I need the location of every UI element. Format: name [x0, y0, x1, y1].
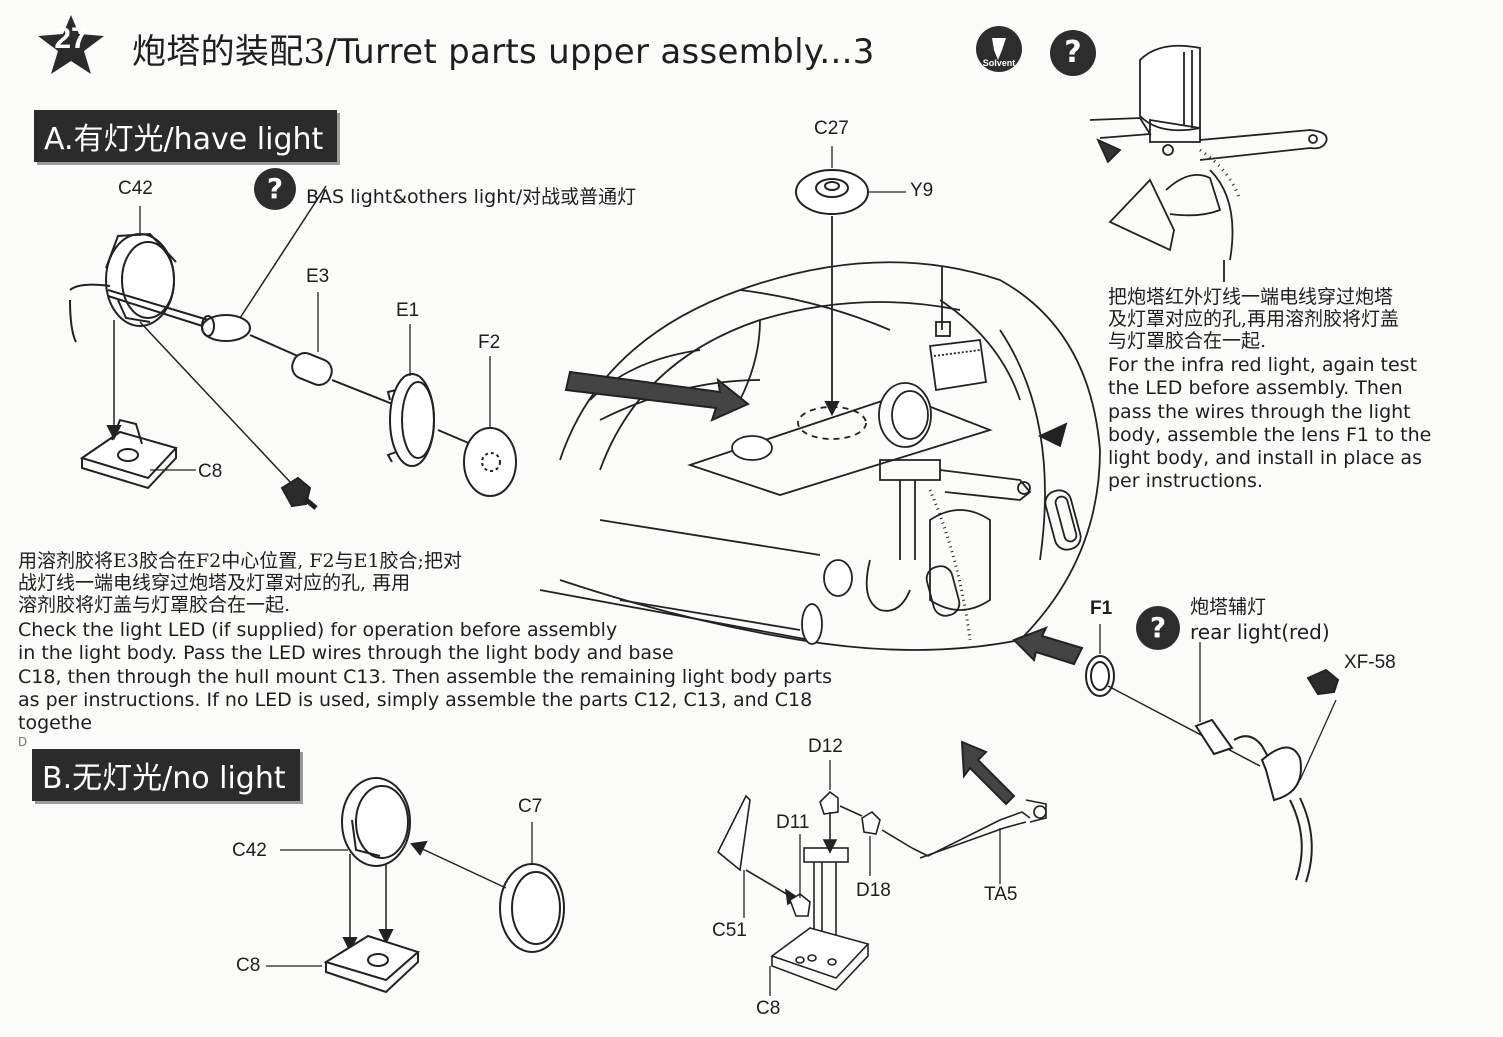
section-a-heading: A.有灯光/have light: [34, 110, 338, 162]
led-bulb-drawing: [201, 314, 251, 342]
bas-light-note: BAS light&others light/对战或普通灯: [306, 186, 637, 208]
label-f1: F1: [1090, 598, 1113, 619]
label-d11: D11: [776, 812, 810, 833]
infra-red-cn-line-1: 把炮塔红外灯线一端电线穿过炮塔: [1108, 286, 1394, 308]
infra-red-en-line: light body, and install in place as: [1108, 447, 1422, 470]
label-f2: F2: [478, 332, 501, 353]
instructions-en-line: C18, then through the hull mount C13. Th…: [18, 665, 832, 688]
infra-red-cn-line-3: 与灯罩胶合在一起.: [1108, 330, 1267, 352]
title-english: /Turret parts upper assembly...3: [325, 32, 875, 72]
label-e3: E3: [306, 266, 330, 287]
part-c7-lens-drawing: [499, 863, 565, 953]
part-e3-drawing: [291, 352, 333, 386]
infra-red-light-drawing: [1089, 44, 1328, 282]
label-d18: D18: [856, 880, 891, 901]
part-c8-base-drawing: [79, 418, 178, 490]
part-c27-disc-drawing: [795, 169, 869, 215]
section-b-heading: B.无灯光/no light: [32, 749, 300, 801]
instructions-en-line: as per instructions. If no LED is used, …: [18, 688, 813, 711]
label-b-c7: C7: [518, 796, 543, 817]
infra-red-cn-line-2: 及灯罩对应的孔,再用溶剂胶将灯盖: [1108, 308, 1400, 330]
infra-red-en-line: body, assemble the lens F1 to the: [1108, 423, 1432, 446]
label-c27: C27: [814, 118, 849, 139]
infra-red-en-line: pass the wires through the light: [1108, 400, 1411, 423]
label-d12: D12: [808, 736, 843, 757]
question-icon: ?: [1050, 30, 1096, 76]
d-parts-drawing: [716, 790, 1047, 991]
instructions-en-line: in the light body. Pass the LED wires th…: [18, 642, 674, 665]
infra-red-en-line: per instructions.: [1108, 470, 1263, 493]
instructions-en-line: togethe: [18, 712, 93, 735]
label-e1: E1: [396, 300, 420, 321]
instructions-en: Check the light LED (if supplied) for op…: [18, 619, 832, 749]
instructions-cn-line: 用溶剂胶将E3胶合在F2中心位置, F2与E1胶合;把对: [18, 550, 462, 572]
rear-light-label-en: rear light(red): [1190, 620, 1330, 644]
label-bottom-c8: C8: [756, 998, 781, 1019]
instructions-cn-line: 战灯线一端电线穿过炮塔及灯罩对应的孔, 再用: [18, 572, 411, 594]
infra-red-en-line: the LED before assembly. Then: [1108, 377, 1403, 400]
bas-question-icon: ?: [254, 168, 296, 210]
rear-light-question-icon: ?: [1136, 606, 1180, 650]
label-b-c8: C8: [236, 955, 261, 976]
title-chinese: 炮塔的装配3: [132, 32, 326, 72]
step-badge-star-icon: [38, 15, 104, 74]
instructions-en-line: D: [18, 735, 28, 750]
no-light-c8-base-drawing: [323, 934, 420, 994]
infra-red-en-text: For the infra red light, again test the …: [1108, 354, 1431, 494]
page-title: 炮塔的装配3/Turret parts upper assembly...3: [132, 24, 875, 73]
instructions-cn: 用溶剂胶将E3胶合在F2中心位置, F2与E1胶合;把对 战灯线一端电线穿过炮塔…: [18, 550, 462, 616]
headlight-c42-drawing: [69, 232, 216, 343]
big-arrow-left: [564, 370, 750, 422]
rear-light-red-drawing: [1085, 624, 1337, 883]
rear-light-label-cn: 炮塔辅灯: [1190, 596, 1267, 618]
instructions-cn-line: 溶剂胶将灯盖与灯罩胶合在一起.: [18, 594, 291, 616]
label-c8: C8: [198, 461, 223, 482]
solvent-icon: Solvent: [976, 26, 1022, 72]
infra-red-en-line: For the infra red light, again test: [1108, 354, 1418, 376]
label-c51: C51: [712, 920, 747, 941]
no-light-c42-drawing: [341, 777, 411, 867]
solvent-label: Solvent: [982, 58, 1016, 68]
instructions-en-line: Check the light LED (if supplied) for op…: [18, 619, 618, 641]
step-number: 27: [54, 22, 88, 55]
turret-body-drawing: [539, 261, 1101, 651]
label-b-c42: C42: [232, 840, 267, 861]
part-f2-lens-drawing: [463, 427, 517, 497]
label-xf58: XF-58: [1344, 652, 1396, 673]
label-c42: C42: [118, 178, 153, 199]
label-y9: Y9: [910, 180, 934, 201]
part-e1-ring-drawing: [386, 373, 435, 467]
label-ta5: TA5: [984, 884, 1018, 905]
